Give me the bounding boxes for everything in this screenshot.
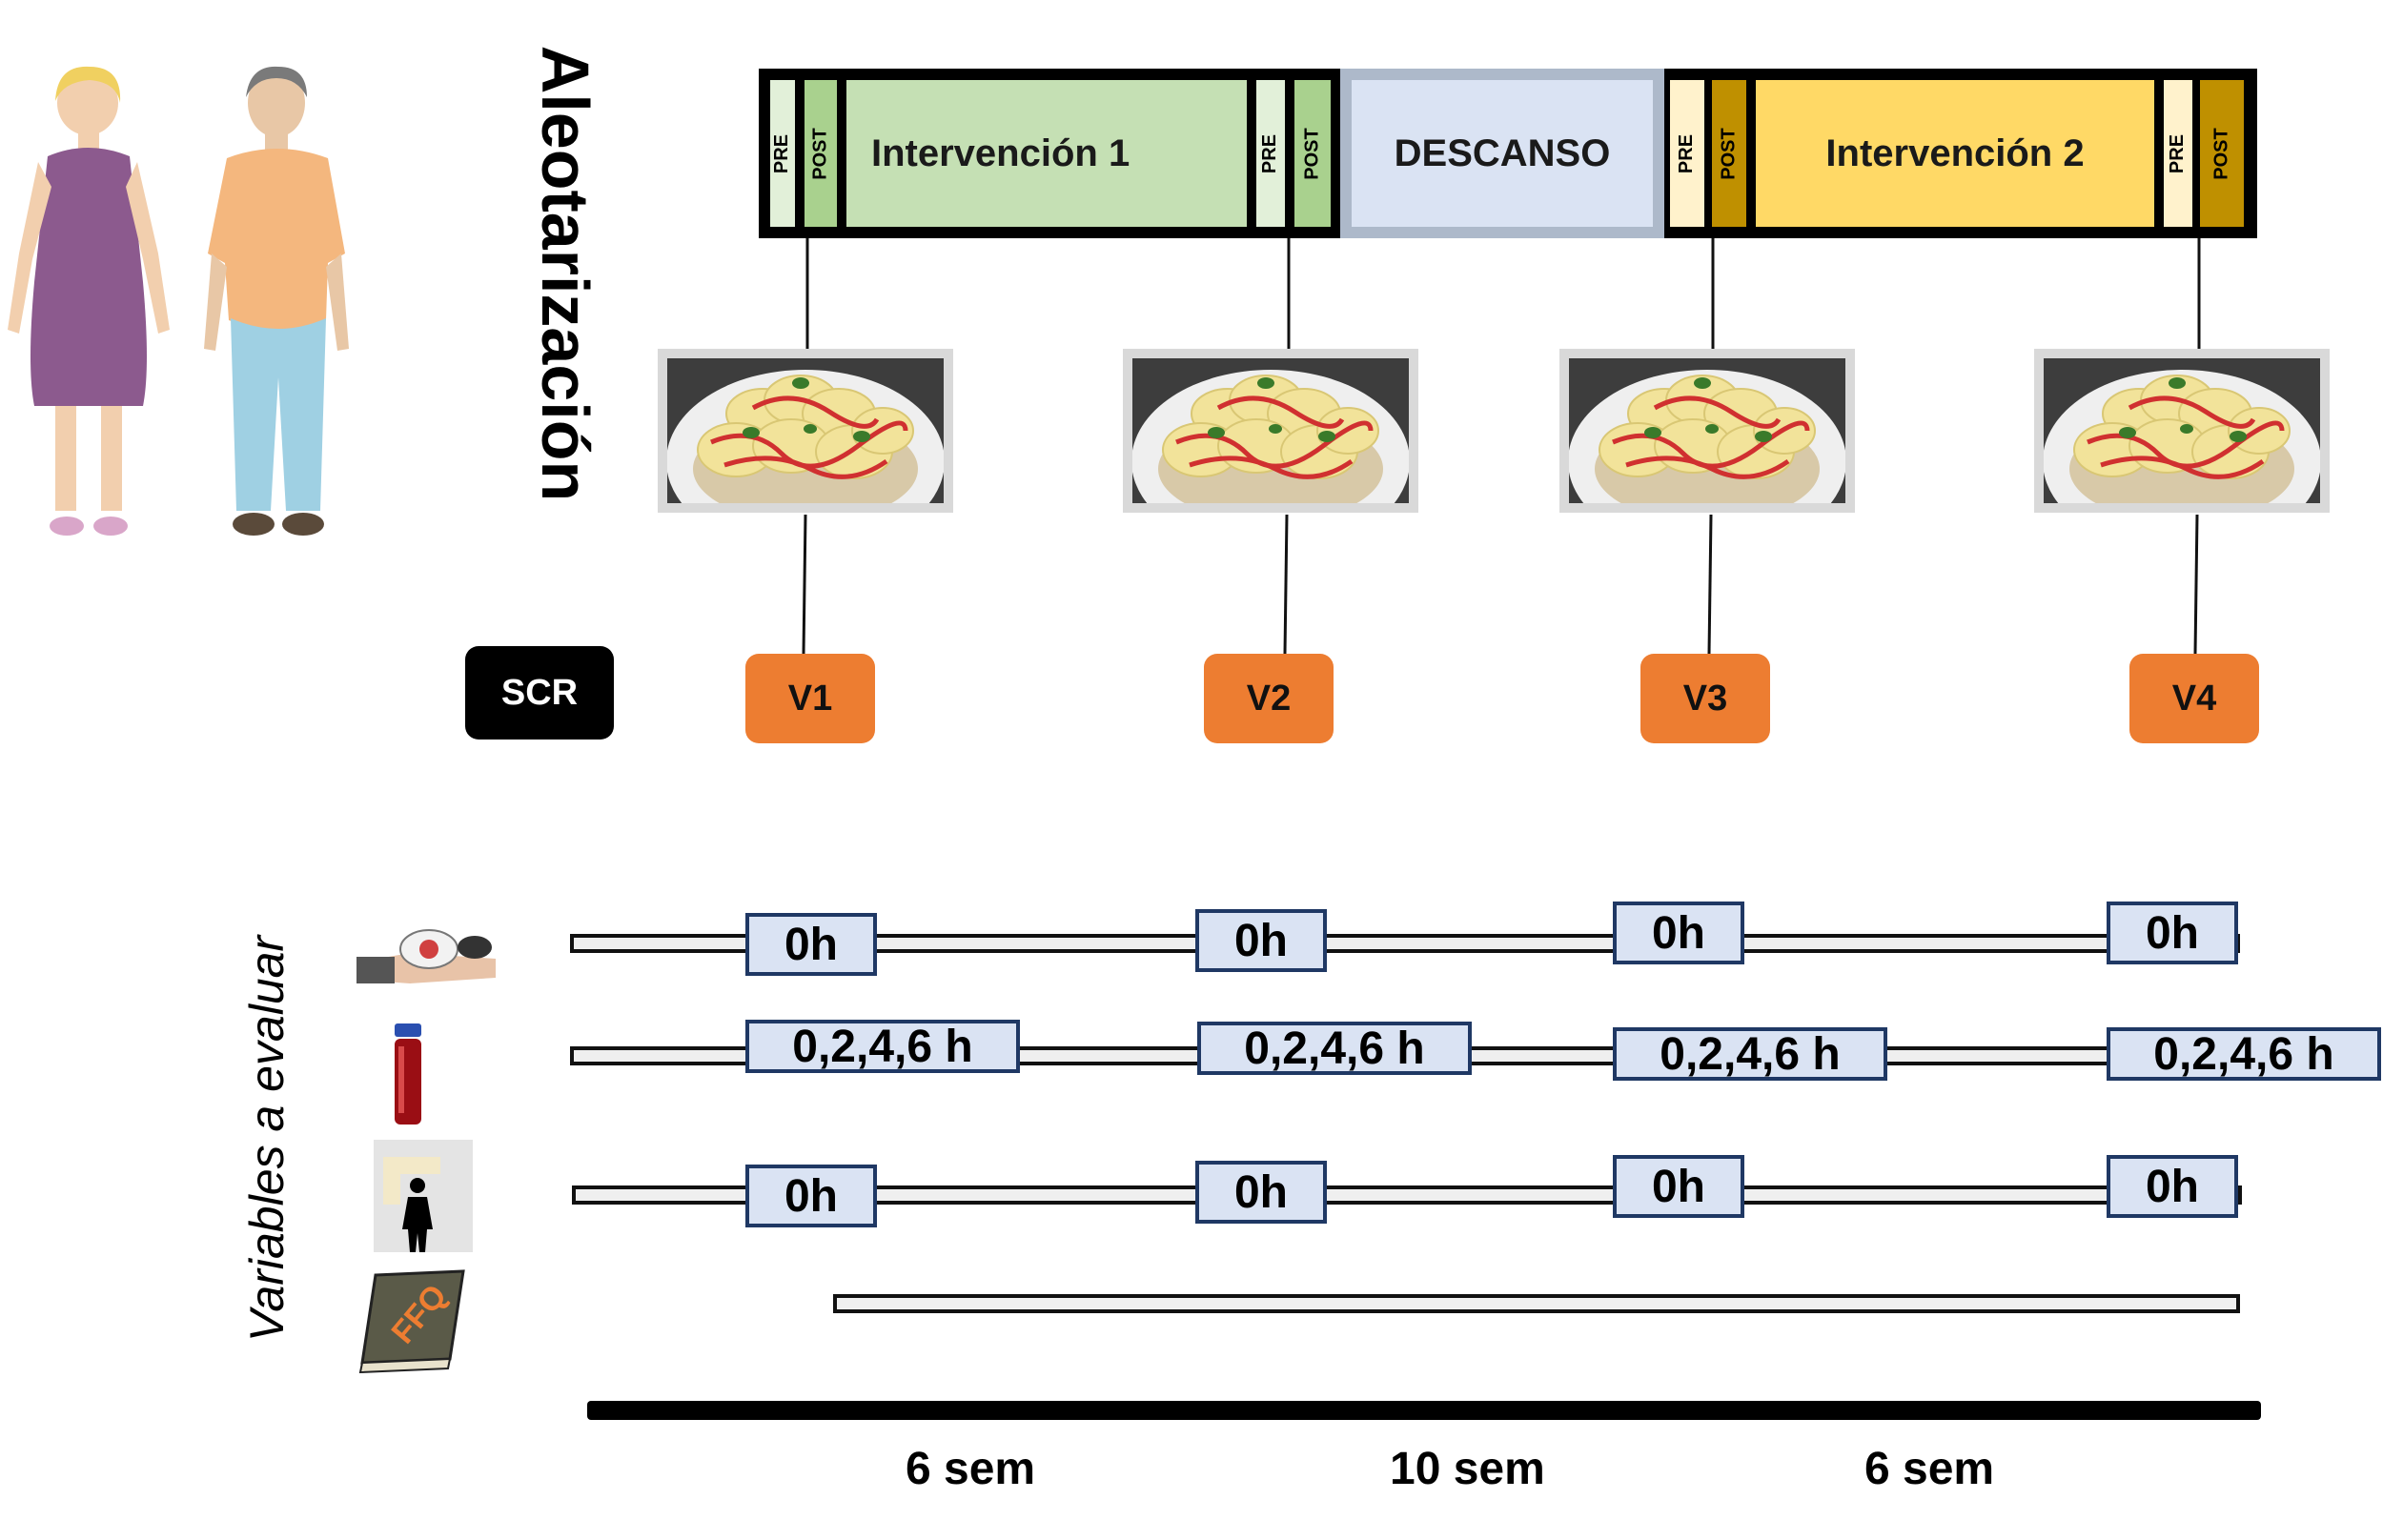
time-box: 0h [2107, 902, 2238, 964]
post-marker-4: POST [2200, 80, 2244, 227]
intervention-2-segment: Intervención 2 [1756, 80, 2154, 227]
randomization-label: Aleotarización [528, 45, 602, 502]
time-box: 0h [2107, 1155, 2238, 1218]
variables-label: Variables a evaluar [240, 935, 294, 1343]
study-timeline-bar: PRE POST Intervención 1 PRE POST DESCANS… [759, 69, 2257, 238]
time-box: 0,2,4,6 h [1197, 1022, 1472, 1075]
ffq-book-icon: FFQ [356, 1266, 479, 1376]
post-marker-1: POST [805, 80, 837, 227]
time-box: 0h [745, 1165, 877, 1227]
woman-figure-icon [8, 66, 170, 536]
time-box: 0h [1195, 1161, 1327, 1224]
time-box: 0h [745, 913, 877, 976]
body-composition-row-bar [572, 1185, 2242, 1205]
time-box: 0h [1613, 1155, 1744, 1218]
man-figure-icon [204, 66, 349, 536]
pre-marker-3: PRE [1670, 80, 1704, 227]
time-box: 0h [1613, 902, 1744, 964]
pre-marker-1: PRE [770, 80, 795, 227]
washout-segment: DESCANSO [1340, 69, 1664, 238]
pasta-dish-icon [2034, 349, 2330, 513]
post-marker-3: POST [1712, 80, 1746, 227]
screening-badge: SCR [465, 646, 614, 740]
pasta-dish-icon [1559, 349, 1855, 513]
body-scan-icon [355, 1130, 492, 1269]
post-marker-2: POST [1294, 80, 1331, 227]
participants-illustration [8, 66, 349, 536]
pre-marker-4: PRE [2164, 80, 2192, 227]
duration-label-2: 10 sem [1390, 1444, 1545, 1494]
time-box: 0,2,4,6 h [1613, 1027, 1887, 1081]
duration-axis [587, 1401, 2261, 1420]
intervention-1-segment: Intervención 1 [846, 80, 1247, 227]
duration-label-1: 6 sem [906, 1444, 1036, 1494]
pasta-dish-icon [658, 349, 953, 513]
time-box: 0,2,4,6 h [745, 1020, 1020, 1073]
ffq-row-bar [833, 1294, 2240, 1313]
duration-label-3: 6 sem [1864, 1444, 1995, 1494]
blood-pressure-cuff-icon [353, 924, 501, 993]
washout-label: DESCANSO [1394, 132, 1611, 174]
visit-2-badge: V2 [1204, 654, 1334, 743]
pasta-dish-icon [1123, 349, 1418, 513]
time-box: 0h [1195, 909, 1327, 972]
visit-4-badge: V4 [2129, 654, 2259, 743]
time-box: 0,2,4,6 h [2107, 1027, 2381, 1081]
visit-3-badge: V3 [1640, 654, 1770, 743]
pre-marker-2: PRE [1256, 80, 1285, 227]
visit-1-badge: V1 [745, 654, 875, 743]
blood-pressure-row-bar [570, 934, 2240, 953]
